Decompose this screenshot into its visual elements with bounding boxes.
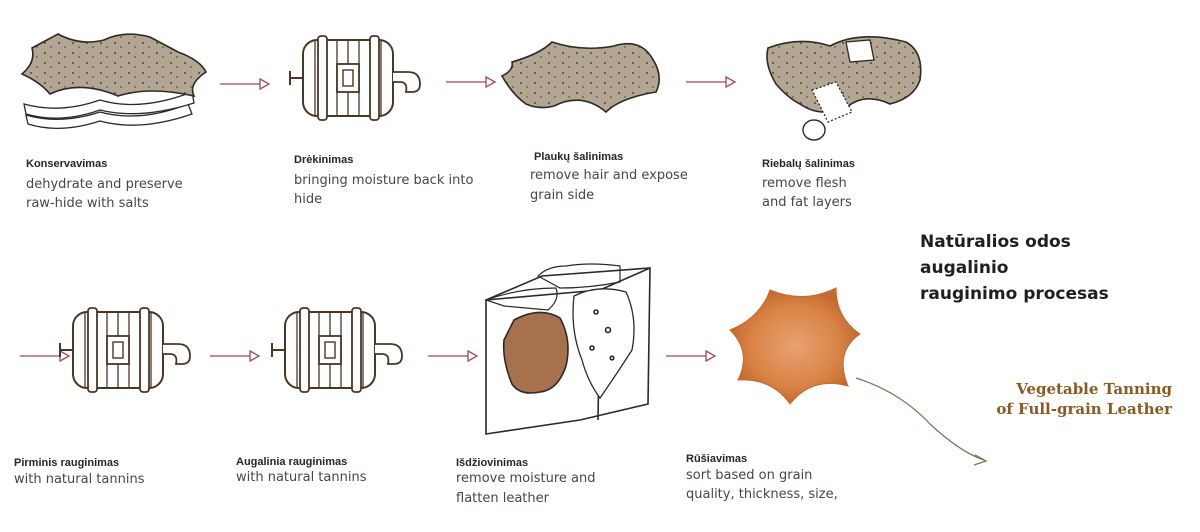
step-title: Drėkinimas	[294, 154, 354, 166]
heading-line-2: rauginimo procesas	[920, 284, 1109, 304]
step-desc-line-2: raw-hide with salts	[26, 196, 149, 211]
arrow-1	[219, 78, 270, 90]
step-desc-line-1: sort based on grain	[686, 468, 813, 483]
hide-icon	[500, 41, 660, 114]
step-desc-line-1: remove flesh	[762, 176, 847, 191]
step-title: Plaukų šalinimas	[534, 151, 624, 163]
arrow-2	[445, 76, 496, 88]
step-desc-line-2: quality, thickness, size,	[686, 487, 838, 502]
step-title: Augalinia rauginimas	[236, 456, 348, 468]
drying-frame-icon	[484, 263, 651, 435]
diagram-heading: Natūralios odos augalinio rauginimo proc…	[920, 229, 1160, 307]
step-desc-line-1: with natural tannins	[14, 472, 145, 487]
subtitle-line-2: of Full-grain Leather	[996, 400, 1172, 418]
arrow-6	[427, 350, 478, 362]
step-title: Išdžiovinimas	[456, 457, 529, 469]
step-title: Konservavimas	[26, 158, 108, 170]
heading-line-1: Natūralios odos augalinio	[920, 232, 1071, 278]
tanning-drum-icon	[289, 35, 421, 121]
tanning-drum-icon	[271, 307, 403, 393]
arrow-7	[665, 350, 716, 362]
step-desc-line-1: remove moisture and	[456, 471, 596, 486]
fleshing-roller-icon	[766, 36, 922, 141]
diagram-subtitle: Vegetable Tanning of Full-grain Leather	[996, 379, 1172, 419]
step-title: Riebalų šalinimas	[762, 158, 855, 170]
arrow-4	[19, 350, 70, 362]
step-title: Pirminis rauginimas	[14, 457, 120, 469]
arrow-3	[685, 76, 736, 88]
tanning-drum-icon	[59, 307, 191, 393]
step-desc-line-2: grain side	[530, 188, 595, 203]
finished-leather-icon	[729, 287, 861, 405]
step-title: Rūšiavimas	[686, 453, 748, 465]
step-desc-line-1: bringing moisture back into	[294, 173, 474, 188]
step-desc-line-1: remove hair and expose	[530, 168, 688, 183]
subtitle-line-1: Vegetable Tanning	[1016, 380, 1172, 398]
step-desc-line-1: with natural tannins	[236, 470, 367, 485]
sweep-arrow	[855, 377, 988, 466]
step-desc-line-2: flatten leather	[456, 491, 549, 506]
step-desc-line-1: dehydrate and preserve	[26, 177, 183, 192]
salted-hide-stack-icon	[20, 33, 208, 129]
arrow-5	[209, 350, 260, 362]
step-desc-line-2: hide	[294, 192, 323, 207]
step-desc-line-2: and fat layers	[762, 195, 852, 210]
